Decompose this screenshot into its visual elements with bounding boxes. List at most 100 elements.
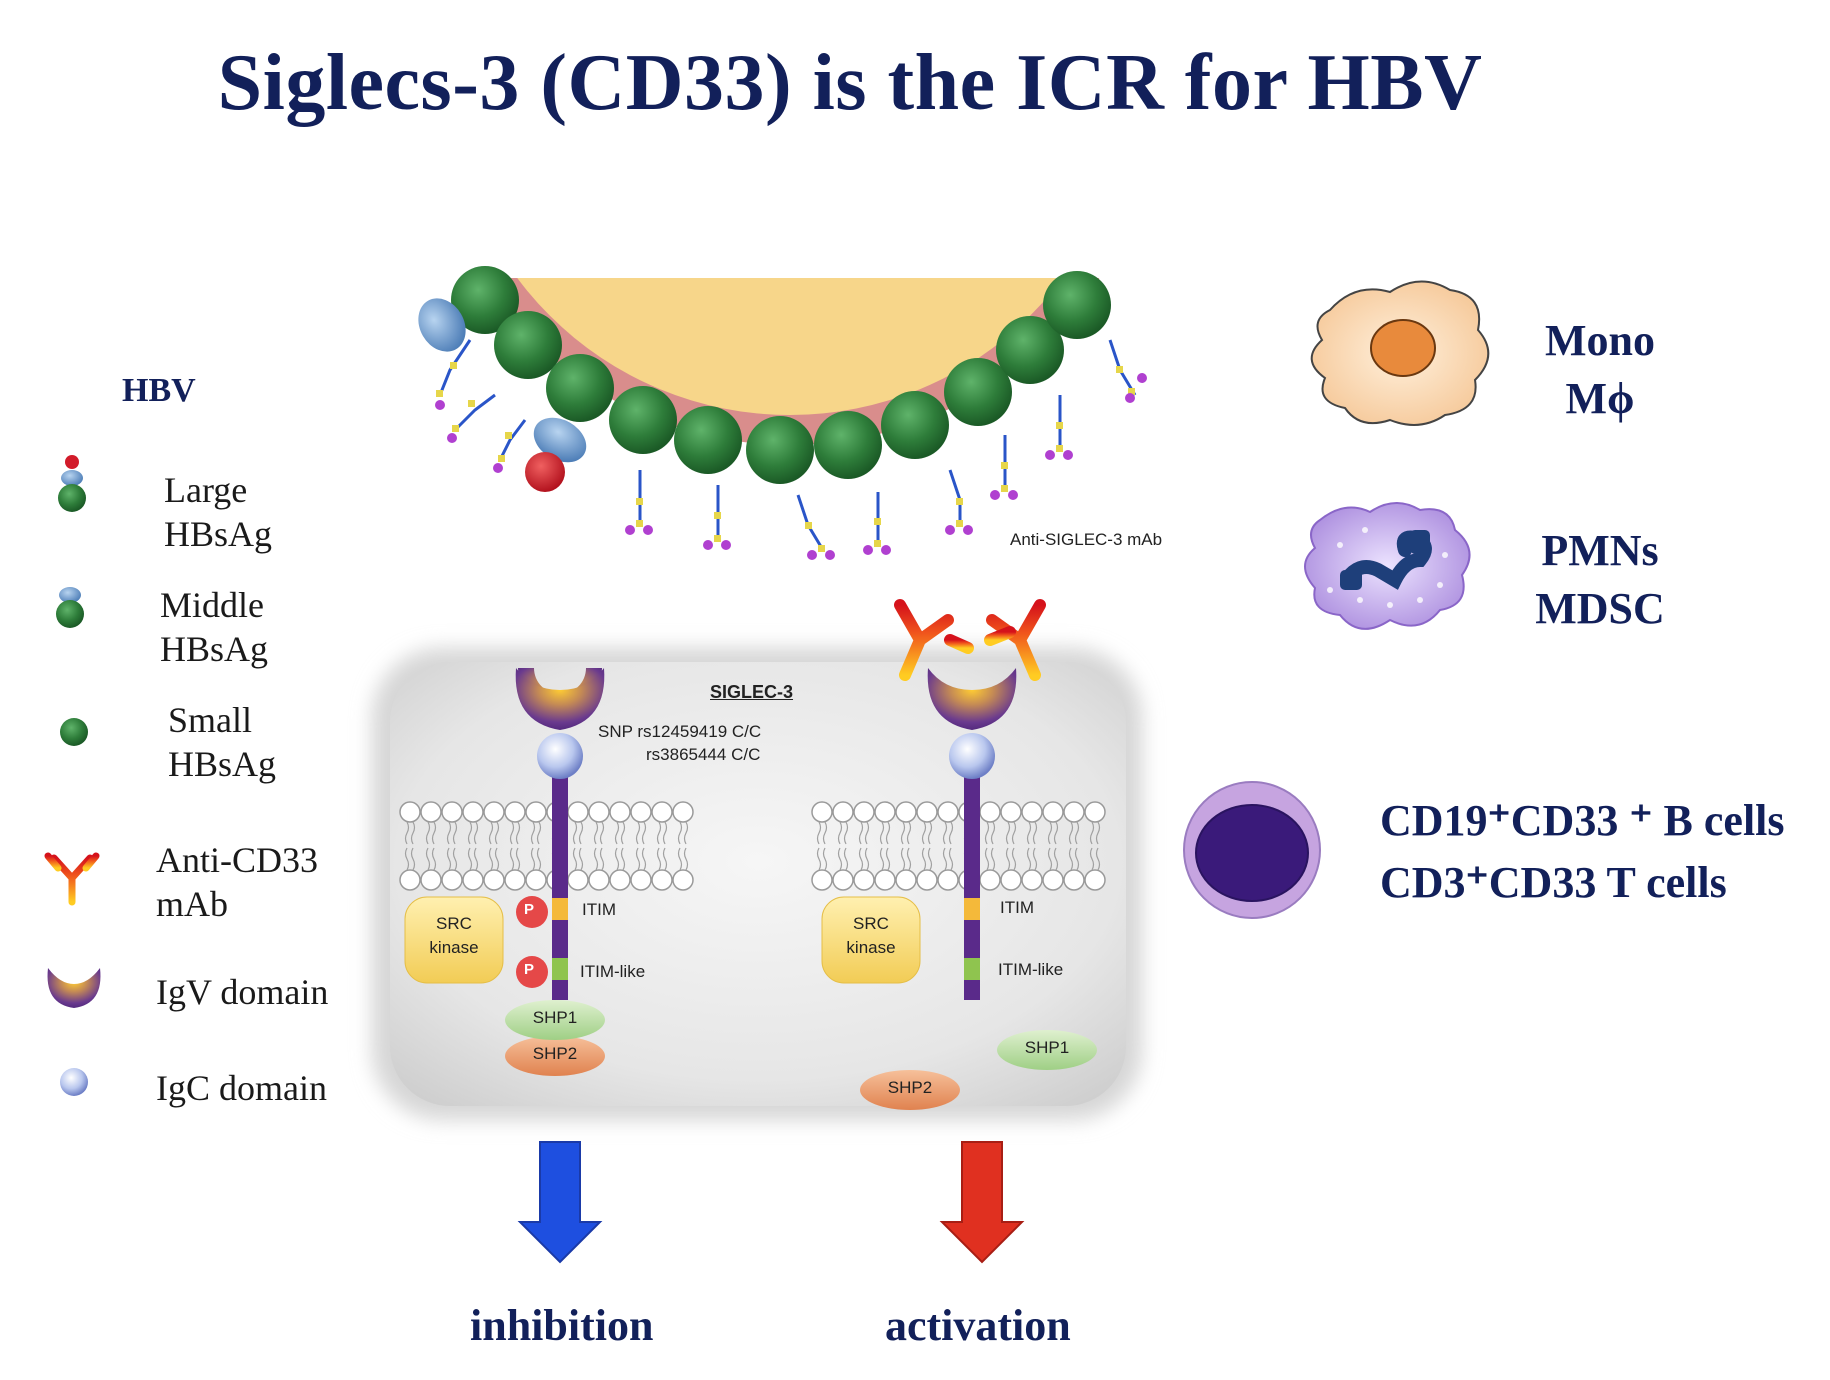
inhibition-label: inhibition [470, 1301, 654, 1350]
mono-label: Mono Mϕ [1500, 312, 1700, 428]
mono-line2: Mϕ [1565, 374, 1635, 423]
legend-middle-hbsag: Middle HBsAg [160, 583, 268, 671]
pmn-line1: PMNs [1541, 526, 1659, 575]
src-right-line1: SRC [853, 914, 889, 933]
lipid-tail [900, 847, 912, 871]
legend-heading: HBV [122, 372, 196, 409]
bt-line2: CD3⁺CD33 T cells [1380, 858, 1727, 907]
lipid-tail [921, 821, 933, 845]
lipid-head [811, 869, 833, 891]
lipid-head [420, 801, 442, 823]
lipid-head [462, 869, 484, 891]
legend-large-hbsag: Large HBsAg [164, 468, 272, 556]
siglec3-receptor-right [927, 668, 1017, 1000]
inhibition-arrow [517, 1141, 603, 1264]
legend-anti-cd33-line2: mAb [156, 884, 228, 924]
lipid-tail [942, 847, 954, 871]
lipid-head [1084, 801, 1106, 823]
lipid-head [1084, 869, 1106, 891]
lipid-tail [879, 821, 891, 845]
lipid-tail [635, 847, 647, 871]
lipid-tail [509, 847, 521, 871]
activation-arrow [939, 1141, 1025, 1264]
itim-like-right-label: ITIM-like [998, 960, 1064, 979]
src-kinase-right-label: SRC kinase [822, 912, 920, 960]
pmn-label: PMNs MDSC [1500, 522, 1700, 638]
lipid-tail [530, 847, 542, 871]
lipid-head [609, 869, 631, 891]
lipid-head [399, 801, 421, 823]
lipid-tail [816, 821, 828, 845]
lipid-head [441, 801, 463, 823]
legend-small-line1: Small [168, 700, 253, 740]
lipid-head [420, 869, 442, 891]
src-left-line2: kinase [429, 938, 479, 957]
legend-middle-line1: Middle [160, 585, 264, 625]
lipid-tail [1068, 821, 1080, 845]
shp1-left [505, 1000, 605, 1040]
lipid-head [609, 801, 631, 823]
lipid-head [504, 869, 526, 891]
legend-igc-domain: IgC domain [156, 1068, 327, 1108]
lipid-head [979, 801, 1001, 823]
lipid-tail [837, 847, 849, 871]
lipid-bilayer-left [399, 801, 694, 891]
legend-middle-line2: HBsAg [160, 629, 269, 669]
legend-large-line1: Large [164, 470, 248, 510]
lipid-tail [488, 847, 500, 871]
lipid-head [1000, 801, 1022, 823]
lipid-tail [593, 847, 605, 871]
lipid-head [1063, 869, 1085, 891]
lipid-tail [1047, 847, 1059, 871]
phospho-left [516, 896, 548, 988]
lipid-tail [656, 847, 668, 871]
lipid-tail [467, 847, 479, 871]
lipid-tail [984, 847, 996, 871]
lipid-head [672, 869, 694, 891]
activation-label: activation [885, 1301, 1071, 1350]
lipid-head [525, 869, 547, 891]
src-kinase-right [821, 896, 921, 984]
lipid-tail [404, 821, 416, 845]
shp1-right [997, 1030, 1097, 1070]
lipid-tail [1089, 821, 1101, 845]
lymphocyte-cell [1183, 781, 1321, 919]
lipid-head [483, 869, 505, 891]
lipid-tail [858, 821, 870, 845]
lipid-head [832, 869, 854, 891]
src-kinase-left [404, 896, 504, 984]
bt-line1: CD19⁺CD33 ⁺ B cells [1380, 796, 1785, 845]
lipid-head [630, 801, 652, 823]
lipid-head [651, 801, 673, 823]
lipid-tail [614, 847, 626, 871]
snp-line1: SNP rs12459419 C/C [598, 722, 762, 741]
itim-left-label: ITIM [582, 900, 616, 919]
lipid-head [874, 801, 896, 823]
monocyte-cell [1310, 280, 1490, 426]
lipid-head [1042, 801, 1064, 823]
lymphocyte-label: CD19⁺CD33 ⁺ B cells CD3⁺CD33 T cells [1380, 790, 1785, 914]
shp2-left-label: SHP2 [532, 1044, 578, 1063]
lipid-head [672, 801, 694, 823]
lipid-head [853, 869, 875, 891]
lipid-head [567, 869, 589, 891]
hbv-particle [418, 266, 1147, 560]
lipid-tail [1047, 821, 1059, 845]
lipid-tail [1026, 847, 1038, 871]
pmn-cell [1304, 502, 1471, 630]
legend-small-hbsag: Small HBsAg [168, 698, 276, 786]
shp1-left-label: SHP1 [532, 1008, 578, 1027]
lipid-tail [1005, 821, 1017, 845]
lipid-tail [1089, 847, 1101, 871]
lipid-head [399, 869, 421, 891]
lipid-head [462, 801, 484, 823]
lipid-tail [837, 821, 849, 845]
lipid-tail [446, 821, 458, 845]
lipid-tail [879, 847, 891, 871]
legend-anti-cd33: Anti-CD33 mAb [156, 838, 318, 926]
lipid-tail [900, 821, 912, 845]
lipid-head [525, 801, 547, 823]
lipid-head [1063, 801, 1085, 823]
lipid-head [1021, 869, 1043, 891]
